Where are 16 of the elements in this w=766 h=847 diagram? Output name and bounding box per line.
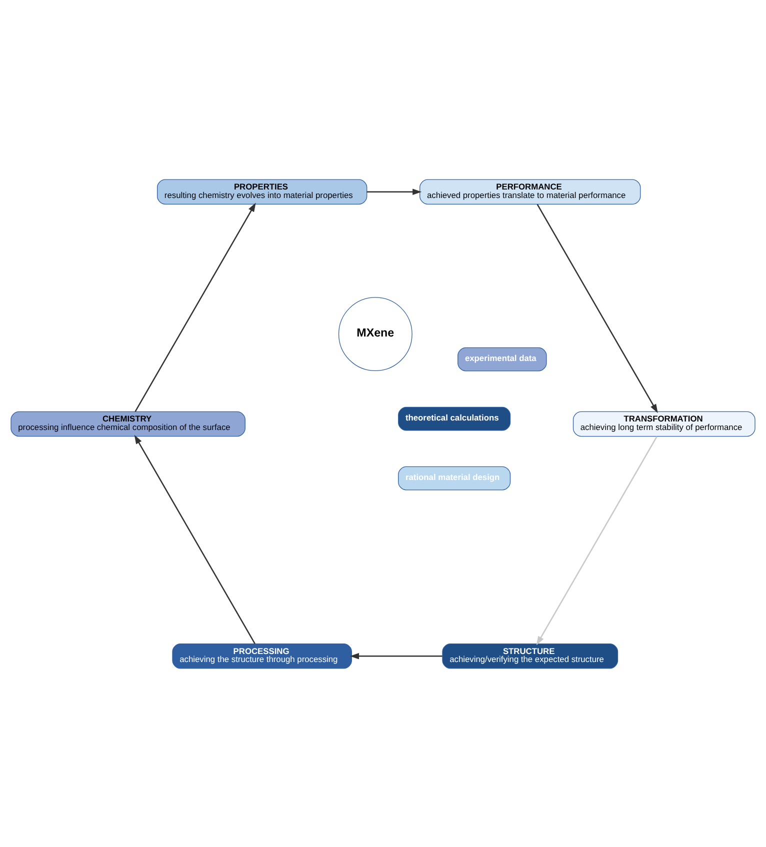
node-box: TRANSFORMATION achieving long term stability of performance	[572, 410, 756, 436]
arrow	[536, 204, 658, 413]
arrow	[350, 652, 442, 659]
node-box: rational material design	[398, 466, 511, 490]
node-box: PROPERTIES resulting chemistry evolves into material properties	[156, 178, 368, 204]
node-box: PROCESSING achieving the structure through processing	[172, 643, 352, 668]
node-box: STRUCTURE achieving/verifying the expected structure	[442, 643, 618, 668]
arrow	[134, 202, 256, 412]
arrow	[536, 436, 658, 645]
arrow	[134, 434, 256, 644]
node-box: PERFORMANCE achieved properties translate to material performance	[420, 178, 641, 204]
node-box: CHEMISTRY processing influence chemical composition of the surface	[10, 410, 246, 436]
node-box: experimental data	[458, 346, 547, 371]
node-circle: MXene	[338, 296, 412, 371]
arrow	[366, 188, 422, 195]
node-box: theoretical calculations	[398, 406, 511, 430]
